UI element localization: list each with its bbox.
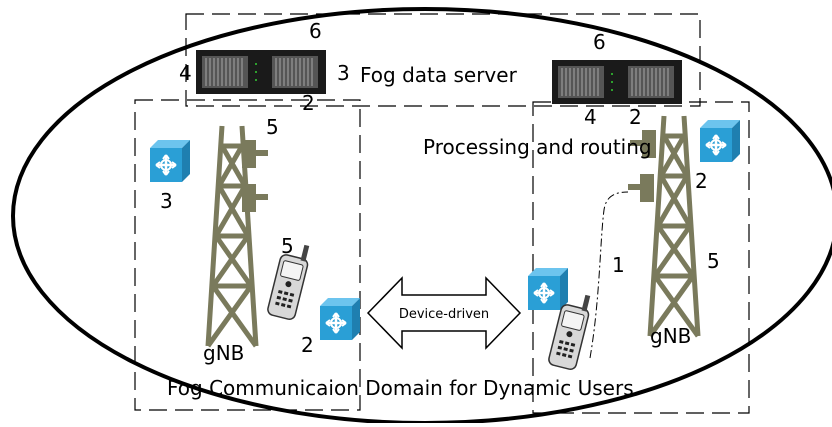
processing-routing-label: Processing and routing (423, 135, 652, 159)
domain-caption: Fog Communicaion Domain for Dynamic User… (167, 376, 634, 400)
gnb-right-label: gNB (650, 324, 691, 348)
number-label: 4 (584, 105, 597, 129)
number-label: 2 (301, 333, 314, 357)
antenna-left-icon (242, 140, 268, 212)
number-label: 6 (309, 19, 322, 43)
number-label: 6 (593, 30, 606, 54)
router-left-top-icon (148, 138, 192, 184)
top-dashed-box (185, 13, 701, 107)
device-driven-arrow (366, 276, 522, 350)
number-label: 2 (629, 105, 642, 129)
server-left-icon (195, 49, 327, 95)
number-label: 5 (707, 249, 720, 273)
tower-right-icon (650, 116, 698, 336)
router-left-bottom-icon (318, 296, 362, 342)
antenna-right-icon (628, 130, 656, 202)
left-dashed-box (134, 99, 361, 411)
router-center-right-icon (526, 266, 570, 312)
fog-data-server-label: Fog data server (360, 63, 518, 87)
number-label: 2 (695, 169, 708, 193)
router-right-top-icon (698, 118, 742, 164)
number-label: 3 (160, 189, 173, 213)
number-label: 2 (302, 91, 315, 115)
server-right-icon (551, 59, 683, 105)
number-label: 5 (266, 115, 279, 139)
number-label: 4 (179, 61, 192, 85)
gnb-left-label: gNB (203, 341, 244, 365)
number-label: 1 (612, 253, 625, 277)
number-label: 3 (337, 61, 350, 85)
number-label: 5 (281, 234, 294, 258)
device-driven-label: Device-driven (399, 307, 489, 322)
